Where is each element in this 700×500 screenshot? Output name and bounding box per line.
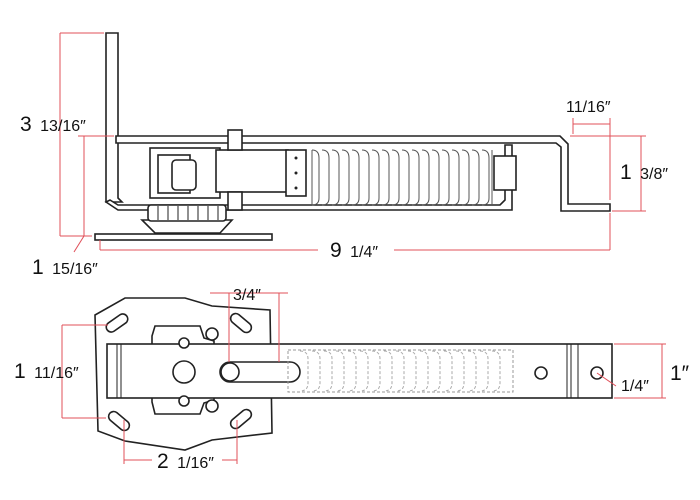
side-dimensions xyxy=(59,32,646,253)
adjust-slot xyxy=(219,361,301,383)
spring-housing xyxy=(287,349,514,393)
cam-boss xyxy=(205,399,219,413)
top-spring xyxy=(299,350,501,392)
knurled-collar xyxy=(147,204,227,222)
link-bar xyxy=(215,149,289,193)
label-end-drop: 1 3/8″ xyxy=(620,161,668,184)
knurl-marks xyxy=(157,206,219,220)
label-slot-length: 3/4″ xyxy=(233,287,261,304)
slot-top-left xyxy=(105,313,129,333)
cap-dot xyxy=(294,171,298,175)
cap-dot xyxy=(294,156,298,160)
spring-end-block xyxy=(493,155,517,191)
slot-pin xyxy=(220,362,240,382)
vertical-plate xyxy=(105,32,124,203)
side-spring xyxy=(311,149,493,206)
small-hole xyxy=(178,337,190,349)
pivot-pin-top xyxy=(227,129,243,151)
slot-bottom-right xyxy=(229,408,253,430)
roller xyxy=(171,159,197,191)
label-tab-width: 11/16″ xyxy=(566,99,611,116)
cap-dot xyxy=(294,186,298,190)
top-dimensions xyxy=(61,292,666,464)
label-arm-width: 1 11/16″ xyxy=(14,360,79,383)
cam-base xyxy=(140,219,234,234)
label-hole-spacing: 2 1/16″ xyxy=(157,450,214,473)
top-view xyxy=(94,297,613,451)
label-overall-height: 3 13/16″ xyxy=(20,113,86,136)
pivot-pin-bottom xyxy=(227,191,243,211)
dimension-labels: 3 13/16″ 1 15/16″ 9 1/4″ 11/16″ 1 3/8″ 3… xyxy=(14,99,690,473)
base-plate xyxy=(94,233,273,241)
cam-boss xyxy=(205,327,219,341)
label-base-height: 1 15/16″ xyxy=(32,256,98,279)
top-arm xyxy=(115,135,611,212)
slot-top-right xyxy=(229,312,253,334)
label-overall-length: 9 1/4″ xyxy=(330,239,378,262)
arm-hole xyxy=(534,366,548,380)
label-end-width: 1″ xyxy=(670,362,690,385)
pivot-hole xyxy=(172,360,196,384)
small-hole xyxy=(178,395,190,407)
lower-frame xyxy=(104,144,513,211)
side-view xyxy=(94,32,611,241)
label-hole-diameter: 1/4″ xyxy=(621,378,649,395)
